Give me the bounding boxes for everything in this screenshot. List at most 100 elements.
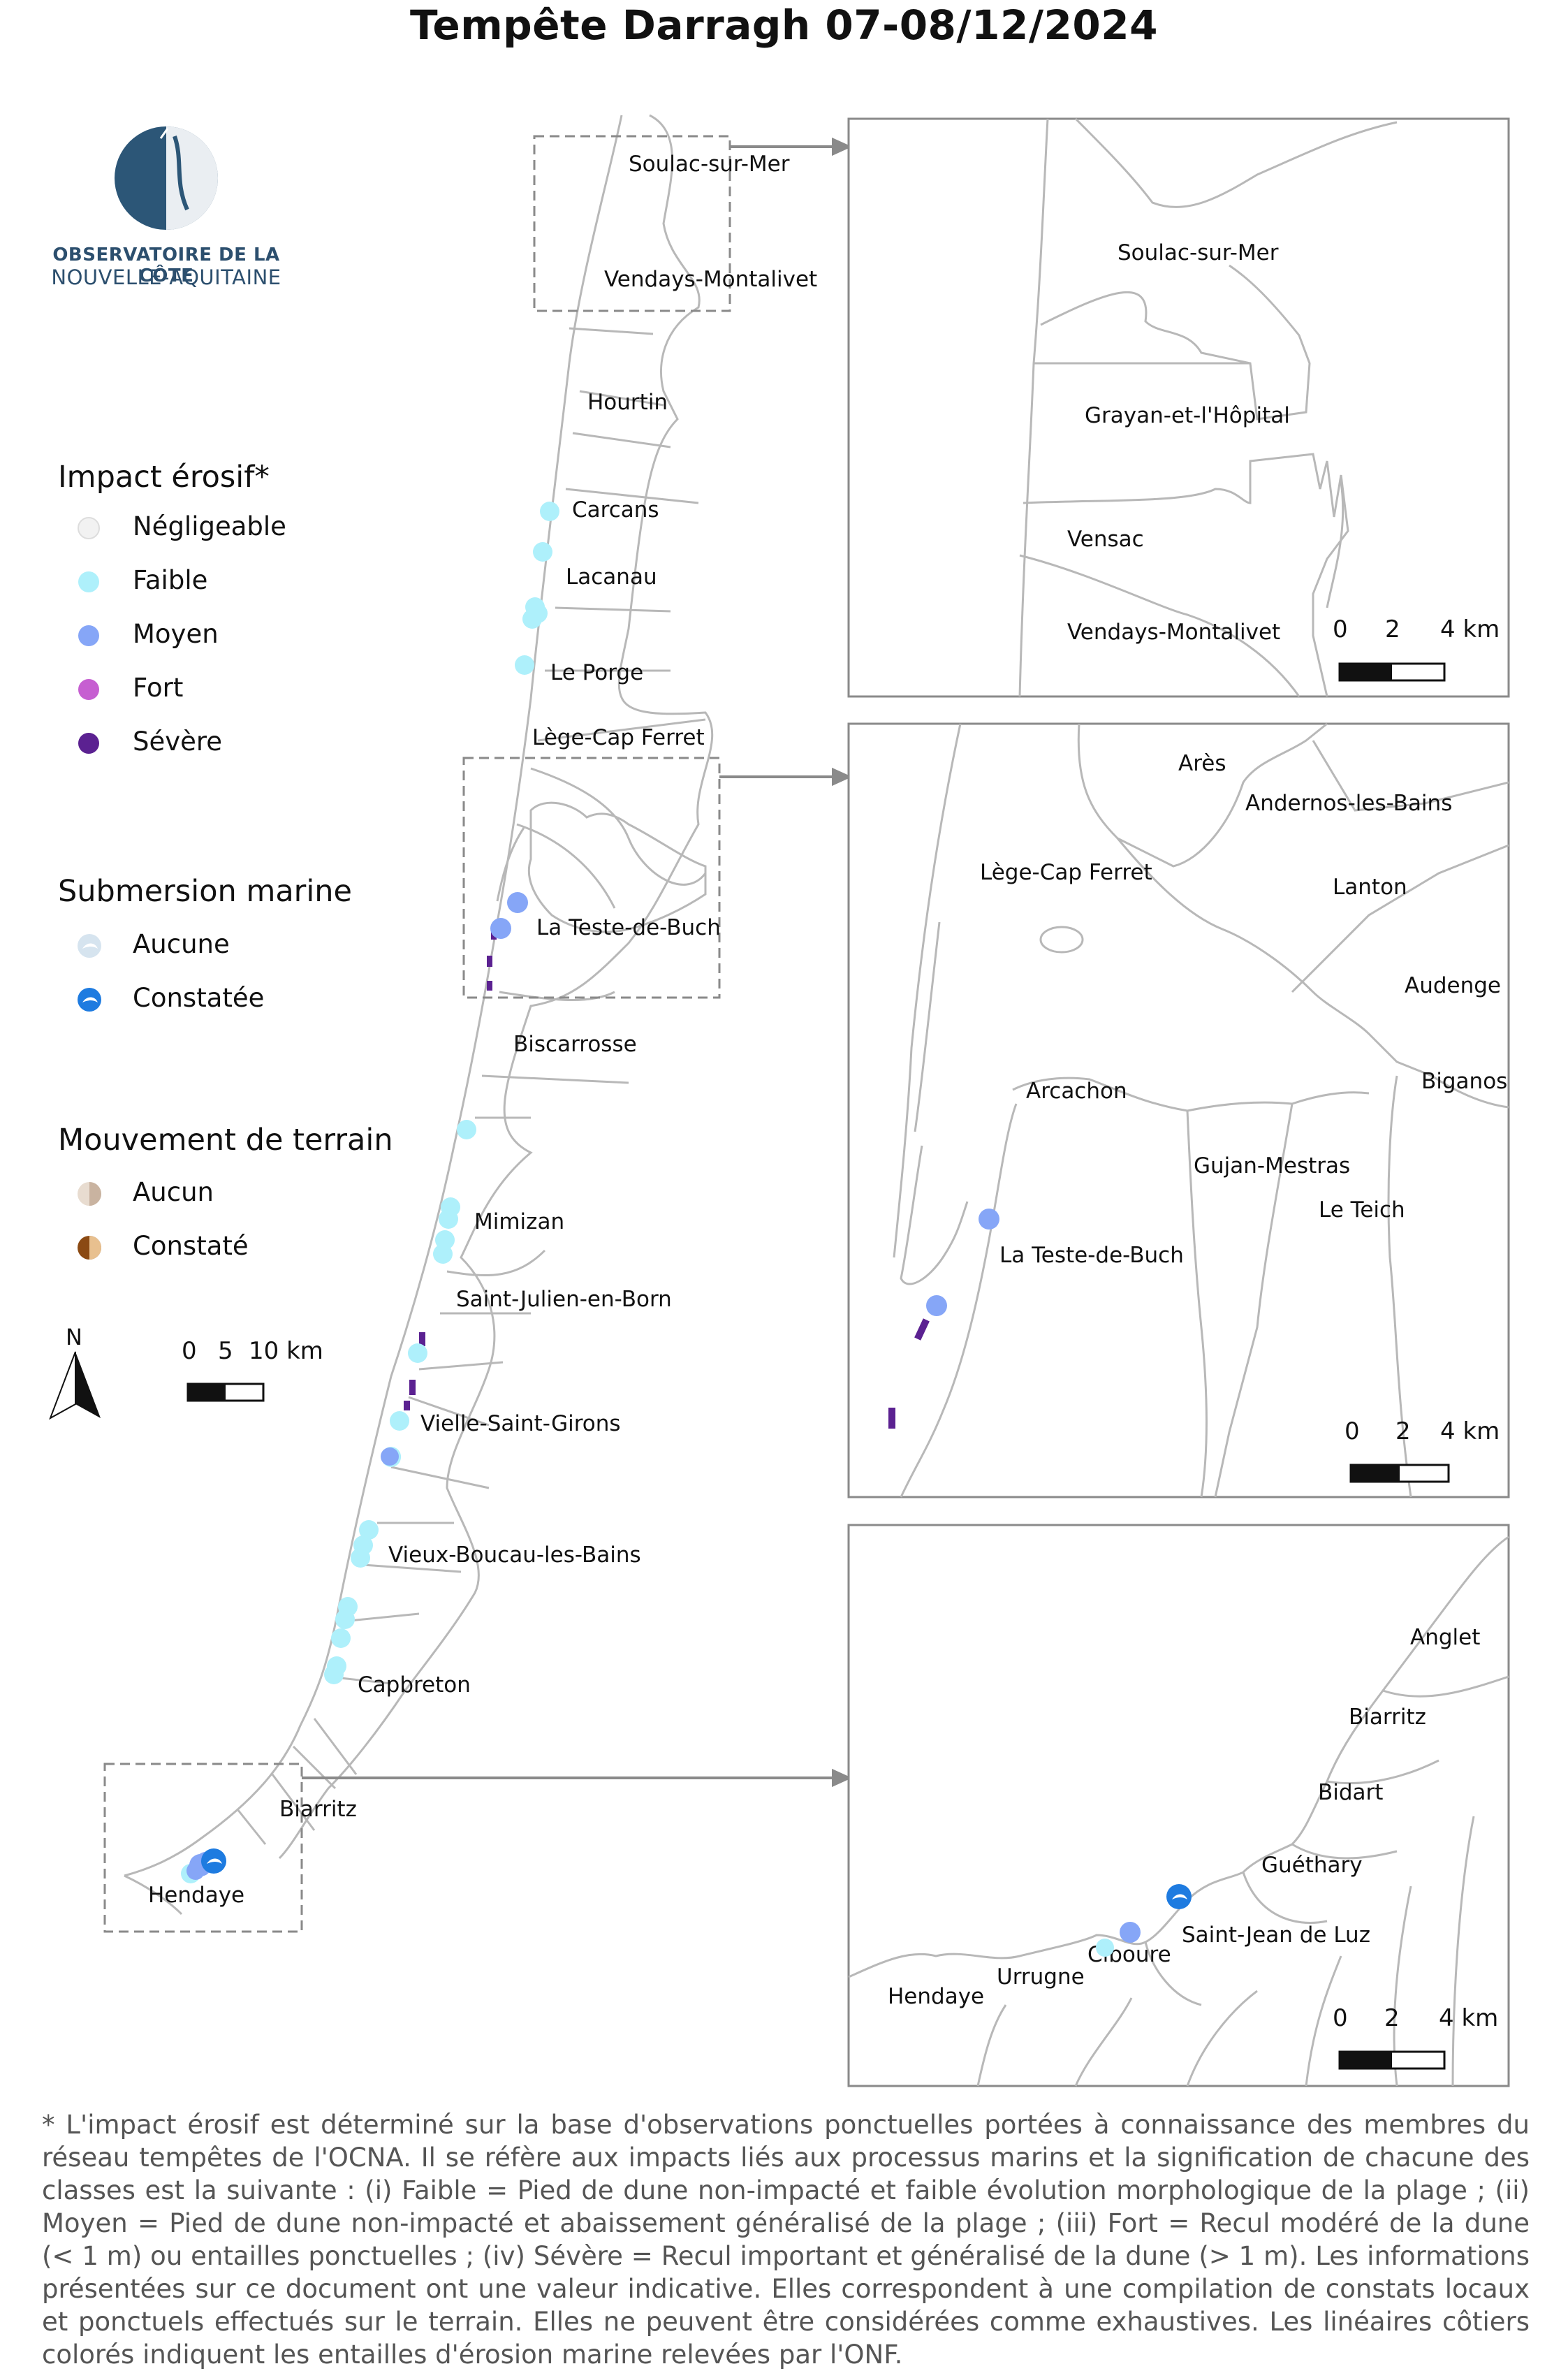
legend-severe: Sévère bbox=[133, 727, 223, 757]
severe-segment bbox=[409, 1380, 416, 1395]
frame-basque bbox=[103, 1763, 303, 1933]
mouvement-aucun-icon bbox=[78, 1182, 101, 1206]
legend-submersion-title: Submersion marine bbox=[58, 874, 353, 909]
map-title: Tempête Darragh 07-08/12/2024 bbox=[410, 1, 1158, 49]
legend-mouvement-aucun: Aucun bbox=[133, 1177, 214, 1207]
legend-faible: Faible bbox=[133, 565, 208, 595]
logo-line1: OBSERVATOIRE DE LA CÔTE bbox=[52, 245, 280, 286]
faible-marker bbox=[433, 1244, 453, 1264]
north-arrow-icon: N bbox=[49, 1324, 101, 1420]
place-soulac: Soulac-sur-Mer bbox=[1118, 240, 1279, 265]
faible-marker bbox=[335, 1610, 355, 1629]
submersion-constatee-icon bbox=[78, 988, 101, 1012]
severe-segment bbox=[419, 1332, 425, 1346]
place-le-teich: Le Teich bbox=[1319, 1197, 1405, 1223]
faible-marker bbox=[1096, 1939, 1114, 1957]
legend-moyen: Moyen bbox=[133, 619, 219, 649]
place-la-teste: La Teste-de-Buch bbox=[536, 915, 721, 940]
place-lacanau: Lacanau bbox=[566, 564, 657, 590]
scale-tick: 0 bbox=[1333, 615, 1348, 643]
scale-tick: 4 km bbox=[1440, 615, 1500, 643]
moyen-marker bbox=[979, 1209, 999, 1230]
faible-marker bbox=[408, 1343, 427, 1363]
faible-symbol bbox=[78, 571, 99, 592]
faible-marker bbox=[439, 1209, 458, 1229]
logo-line2: NOUVELLE-AQUITAINE bbox=[51, 265, 281, 289]
place-biarritz: Biarritz bbox=[279, 1797, 357, 1822]
inset-basque-scale-bar: 0 2 4 km bbox=[1333, 2004, 1498, 2070]
legend-negligeable: Négligeable bbox=[133, 511, 286, 541]
faible-marker bbox=[533, 542, 552, 562]
place-gujan: Gujan-Mestras bbox=[1194, 1153, 1350, 1179]
place-vieux-boucau: Vieux-Boucau-les-Bains bbox=[388, 1542, 641, 1568]
legend-impact-title: Impact érosif* bbox=[58, 460, 270, 495]
faible-marker bbox=[390, 1411, 409, 1431]
place-biarritz: Biarritz bbox=[1349, 1705, 1426, 1730]
place-anglet: Anglet bbox=[1410, 1625, 1480, 1650]
submersion-marker bbox=[201, 1848, 226, 1874]
main-map-markers bbox=[181, 502, 559, 1883]
north-label: N bbox=[66, 1324, 82, 1350]
place-arcachon: Arcachon bbox=[1026, 1079, 1127, 1104]
scale-tick: 0 bbox=[1344, 1417, 1360, 1445]
inset-basque-markers bbox=[1096, 1884, 1192, 1957]
place-soulac: Soulac-sur-Mer bbox=[629, 152, 790, 177]
inset-connectors bbox=[302, 137, 852, 1788]
faible-marker bbox=[540, 502, 559, 521]
inset-arcachon-scale-bar: 0 2 4 km bbox=[1344, 1417, 1500, 1483]
frame-north bbox=[533, 135, 731, 312]
severe-segment bbox=[487, 956, 492, 967]
moyen-marker bbox=[490, 918, 511, 939]
legend-mouvement-constate: Constaté bbox=[133, 1231, 249, 1261]
severe-segment bbox=[914, 1318, 930, 1341]
severe-segment bbox=[487, 981, 492, 991]
scale-tick: 2 bbox=[1385, 615, 1400, 643]
place-guethary: Guéthary bbox=[1261, 1853, 1363, 1878]
place-hendaye: Hendaye bbox=[148, 1883, 244, 1908]
mouvement-constate-icon bbox=[78, 1236, 101, 1260]
legend-submersion-aucune: Aucune bbox=[133, 929, 230, 959]
moyen-marker bbox=[926, 1295, 947, 1316]
place-audenge: Audenge bbox=[1405, 973, 1501, 998]
place-urrugne: Urrugne bbox=[997, 1964, 1085, 1990]
place-vielle: Vielle-Saint-Girons bbox=[420, 1411, 621, 1436]
place-mimizan: Mimizan bbox=[474, 1209, 564, 1234]
place-ares: Arès bbox=[1178, 751, 1226, 776]
footnote: * L'impact érosif est déterminé sur la b… bbox=[42, 2110, 1530, 2370]
legend-symbols bbox=[78, 517, 101, 1260]
severe-symbol bbox=[78, 733, 99, 754]
moyen-marker bbox=[1120, 1922, 1141, 1943]
inset-arcachon-markers bbox=[888, 1209, 999, 1429]
fort-symbol bbox=[78, 679, 99, 700]
inset-frames bbox=[103, 135, 731, 1933]
place-biscarrosse: Biscarrosse bbox=[513, 1032, 637, 1057]
faible-marker bbox=[331, 1628, 351, 1648]
scale-tick: 0 bbox=[182, 1337, 197, 1365]
faible-markers bbox=[181, 502, 559, 1883]
place-vensac: Vensac bbox=[1067, 527, 1144, 552]
legend-fort: Fort bbox=[133, 673, 184, 703]
scale-tick: 10 km bbox=[249, 1337, 323, 1365]
inset-basque: Anglet Biarritz Bidart Guéthary Saint-Je… bbox=[847, 1524, 1510, 2087]
main-scale-bar: 0 5 10 km bbox=[182, 1337, 323, 1402]
place-saint-julien: Saint-Julien-en-Born bbox=[456, 1287, 672, 1312]
place-vendays: Vendays-Montalivet bbox=[604, 267, 817, 292]
legend-mouvement-title: Mouvement de terrain bbox=[58, 1123, 393, 1158]
faible-marker bbox=[351, 1548, 370, 1568]
place-lege: Lège-Cap Ferret bbox=[980, 860, 1152, 885]
inset-arcachon: Arès Andernos-les-Bains Lège-Cap Ferret … bbox=[847, 722, 1510, 1498]
faible-marker bbox=[359, 1520, 379, 1540]
scale-tick: 4 km bbox=[1440, 1417, 1500, 1445]
legend-submersion-constatee: Constatée bbox=[133, 983, 265, 1013]
coastline bbox=[124, 115, 623, 1877]
severe-segment bbox=[888, 1408, 895, 1429]
moyen-marker bbox=[507, 892, 528, 913]
place-andernos: Andernos-les-Bains bbox=[1245, 791, 1452, 816]
scale-tick: 5 bbox=[218, 1337, 233, 1365]
main-map-labels: Soulac-sur-Mer Vendays-Montalivet Hourti… bbox=[148, 152, 817, 1908]
place-hendaye: Hendaye bbox=[888, 1984, 984, 2009]
place-saint-jean: Saint-Jean de Luz bbox=[1182, 1923, 1370, 1948]
faible-marker bbox=[515, 655, 534, 675]
scale-tick: 2 bbox=[1384, 2004, 1400, 2032]
